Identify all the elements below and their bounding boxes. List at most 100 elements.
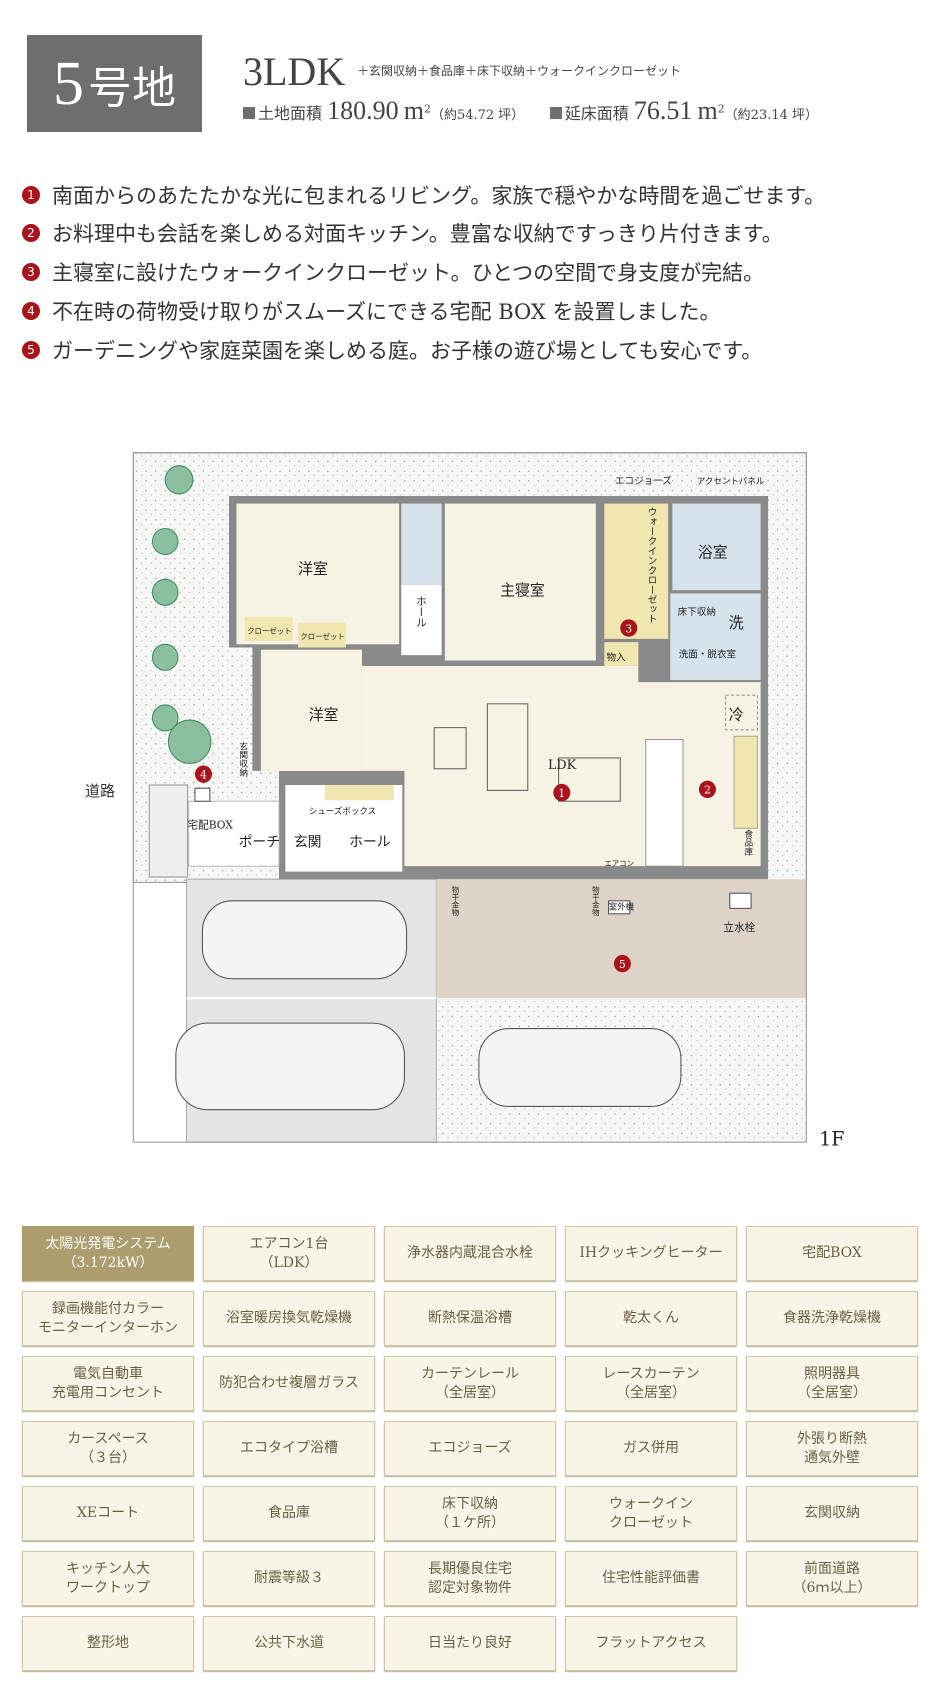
point-marker: 3 [22, 263, 40, 281]
closet-label: クローゼット [247, 625, 292, 635]
faucet-icon [729, 892, 752, 909]
feature-item: 前面道路 （6ｍ以上） [746, 1551, 918, 1606]
feature-item: 食器洗浄乾燥機 [746, 1291, 918, 1346]
feature-item: 浄水器内蔵混合水栓 [384, 1226, 556, 1281]
land-area-unit: m [403, 96, 424, 125]
feature-item: 乾太くん [565, 1291, 737, 1346]
sofa [486, 703, 529, 791]
land-area-tsubo: （約54.72 坪） [430, 108, 525, 123]
floor-plan: エコジョーズ アクセントパネル 洋室 主寝室 ウォークインクローゼット 浴室 床… [132, 452, 845, 1150]
aircon-label: エアコン [604, 859, 634, 868]
fridge-label: 冷 [729, 706, 744, 724]
ecojozu-label: エコジョーズ [615, 475, 672, 487]
fridge [725, 694, 758, 731]
porch [188, 800, 280, 867]
layout-type: 3LDK [243, 49, 346, 94]
feature-item: 住宅性能評価書 [565, 1551, 737, 1606]
dining-table [558, 757, 621, 802]
shoebox-label: シューズボックス [309, 805, 376, 817]
point-text: お料理中も会話を楽しめる対面キッチン。豊富な収納ですっきり片付きます。 [52, 222, 783, 246]
western-room-label: 洋室 [309, 706, 339, 724]
feature-item: 整形地 [22, 1616, 194, 1671]
feature-point: 2 お料理中も会話を楽しめる対面キッチン。豊富な収納ですっきり片付きます。 [22, 218, 783, 248]
drying-hardware-label: 物干金物 [591, 884, 600, 917]
room-western-2 [260, 649, 362, 771]
floor-label: 1F [819, 1127, 844, 1150]
tv-table [433, 727, 467, 770]
master-bedroom-label: 主寝室 [500, 581, 545, 599]
land-area-label: 土地面積 [258, 104, 323, 123]
feature-item: カースペース （３台） [22, 1421, 194, 1476]
floor-area-label: 延床面積 [564, 104, 629, 123]
feature-point: 5 ガーデニングや家庭菜園を楽しめる庭。お子様の遊び場としても安心です。 [22, 335, 762, 365]
underfloor-label: 床下収納 [678, 606, 716, 618]
point-text: ガーデニングや家庭菜園を楽しめる庭。お子様の遊び場としても安心です。 [52, 339, 763, 363]
feature-item: 食品庫 [203, 1486, 375, 1541]
feature-item: 浴室暖房換気乾燥機 [203, 1291, 375, 1346]
western-room-label: 洋室 [298, 560, 328, 578]
bathroom [672, 503, 761, 591]
porch-label: ポーチ [239, 835, 280, 851]
feature-item: 宅配BOX [746, 1226, 918, 1281]
accent-panel-label: アクセントパネル [697, 476, 765, 487]
toilet [401, 503, 442, 585]
floor-area-tsubo: （約23.14 坪） [724, 108, 819, 123]
drying-hardware-label: 物干金物 [451, 884, 460, 917]
pantry-shelf [733, 735, 758, 829]
lot-number: 5 [53, 49, 84, 118]
room-master [444, 503, 596, 661]
washer-label: 洗 [729, 614, 744, 632]
delivery-box [194, 787, 211, 802]
faucet-label: 立水栓 [723, 921, 755, 934]
layout-extras: ＋玄関収納＋食品庫＋床下収納＋ウォークインクローゼット [357, 64, 682, 78]
walk-in-closet [604, 503, 669, 639]
sup: 2 [423, 102, 431, 116]
pantry-label: 食品庫 [743, 828, 753, 856]
feature-grid: 太陽光発電システム （3.172kW）エアコン1台 （LDK）浄水器内蔵混合水栓… [22, 1226, 918, 1671]
feature-point: 1 南面からのあたたかな光に包まれるリビング。家族で穏やかな時間を過ごせます。 [22, 180, 825, 210]
hall-upper [401, 584, 442, 656]
storage [604, 642, 639, 666]
feature-item: キッチン人大 ワークトップ [22, 1551, 194, 1606]
closet-label: クローゼット [300, 631, 345, 641]
feature-item: エアコン1台 （LDK） [203, 1226, 375, 1281]
feature-item: IHクッキングヒーター [565, 1226, 737, 1281]
marker-1: 1 [558, 787, 565, 800]
shoebox [324, 785, 394, 801]
storage-label: 物入 [606, 651, 625, 663]
point-text: 南面からのあたたかな光に包まれるリビング。家族で穏やかな時間を過ごせます。 [52, 184, 826, 208]
feature-item: 床下収納 （１ケ所） [384, 1486, 556, 1541]
feature-item: 長期優良住宅 認定対象物件 [384, 1551, 556, 1606]
square-bullet-icon [549, 107, 562, 119]
bathroom-label: 浴室 [698, 544, 728, 562]
area-info: 土地面積 180.90 m2（約54.72 坪） 延床面積 76.51 m2（約… [243, 96, 818, 126]
marker-3: 3 [625, 622, 632, 635]
outdoor-unit-label: 室外機 [609, 900, 635, 912]
closet-1 [244, 617, 293, 642]
point-text: 不在時の荷物受け取りがスムーズにできる宅配 BOX を設置しました。 [52, 300, 721, 324]
feature-item: 公共下水道 [203, 1616, 375, 1671]
lot-suffix: 号地 [88, 62, 176, 114]
feature-item: カーテンレール （全居室） [384, 1356, 556, 1411]
ldk-label: LDK [548, 758, 577, 773]
point-marker: 5 [22, 341, 40, 359]
feature-item: 録画機能付カラー モニターインターホン [22, 1291, 194, 1346]
wic-label: ウォークインクローゼット [646, 507, 658, 624]
feature-item: 玄関収納 [746, 1486, 918, 1541]
feature-item: フラットアクセス [565, 1616, 737, 1671]
feature-item: レースカーテン （全居室） [565, 1356, 737, 1411]
floor-area-unit: m [697, 96, 718, 125]
point-marker: 1 [22, 186, 40, 204]
delivery-box-label: 宅配BOX [188, 818, 234, 831]
road-label: 道路 [85, 782, 116, 800]
feature-item: XEコート [22, 1486, 194, 1541]
entrance-storage-label: 玄関収納 [238, 740, 248, 777]
point-marker: 2 [22, 224, 40, 242]
outdoor-unit-icon [608, 900, 631, 915]
washroom [670, 593, 761, 681]
land-area-value: 180.90 [327, 96, 399, 125]
feature-item: エコジョーズ [384, 1421, 556, 1476]
feature-item: 防犯合わせ複層ガラス [203, 1356, 375, 1411]
